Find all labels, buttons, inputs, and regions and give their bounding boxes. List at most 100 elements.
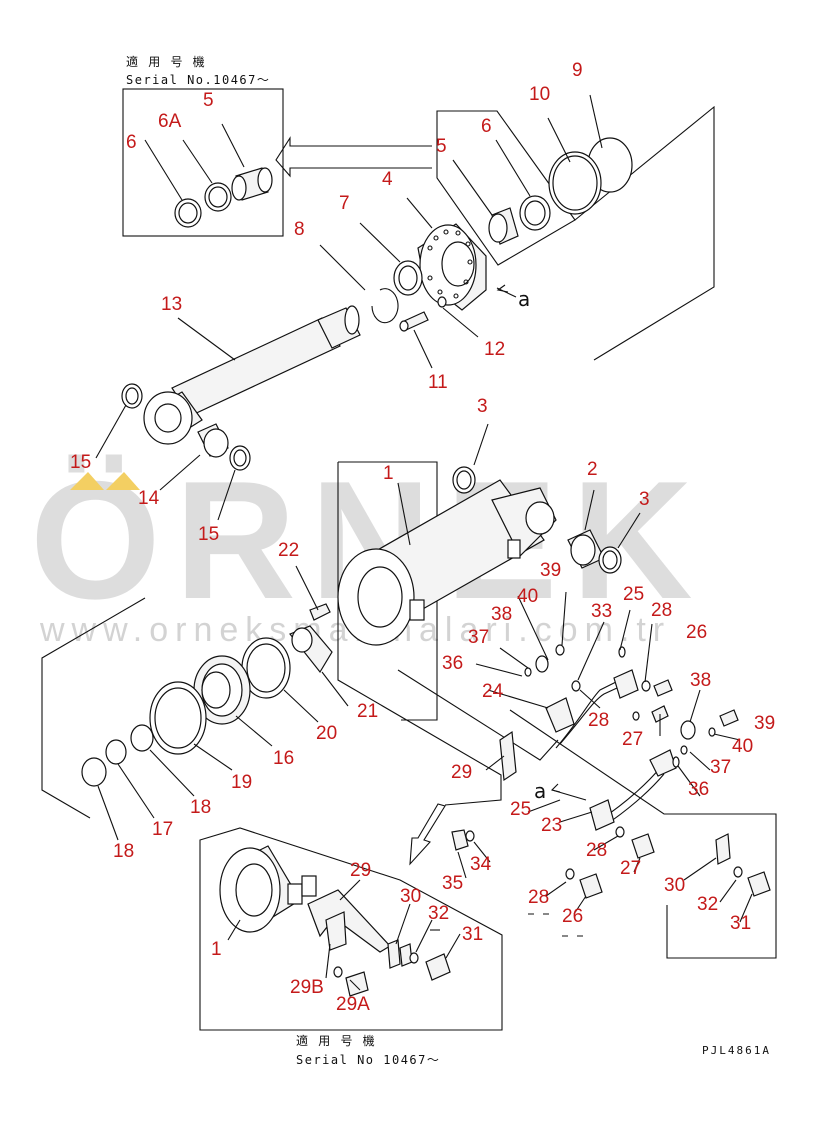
bolt-11 (399, 311, 429, 332)
clamp-29 (499, 730, 517, 782)
callout-label: 2 (587, 459, 598, 480)
callout-label: 13 (161, 294, 182, 315)
callout-label: 4 (382, 169, 393, 190)
callout-label: 37 (468, 627, 489, 648)
view-marker-a-top: a (518, 287, 530, 311)
callout-label: 40 (517, 586, 538, 607)
callout-label: 37 (710, 757, 731, 778)
inset-bolt-31 (425, 953, 451, 981)
callout-label: 29 (350, 860, 371, 881)
callout-label: 39 (540, 560, 561, 581)
inset-bushing-5 (231, 167, 273, 201)
callout-label: 28 (586, 840, 607, 861)
callout-label: 40 (732, 736, 753, 757)
ring-18-upper (130, 724, 154, 752)
callout-label: 10 (529, 84, 550, 105)
callout-label: 14 (138, 488, 160, 509)
inset-top-note-line2: Serial No.10467～ (126, 73, 270, 87)
head-flange-4 (417, 223, 487, 311)
callout-label: 28 (651, 600, 672, 621)
callout-label: 31 (730, 913, 751, 934)
callout-label: 18 (190, 797, 211, 818)
nut-35 (451, 829, 469, 851)
callout-label: 29A (336, 994, 370, 1015)
inset-ring-6 (174, 198, 202, 228)
piping-assembly (397, 591, 777, 959)
bolt-22 (309, 603, 331, 621)
callout-label: 32 (428, 903, 449, 924)
clip-38-right (680, 720, 696, 740)
piston-rod-assembly (95, 305, 361, 521)
callout-label: 3 (639, 489, 650, 510)
callout-label: 1 (211, 939, 222, 960)
inset-bottom: 適 用 号 機 Serial No 10467～ (199, 803, 503, 1067)
callout-label: 6A (158, 111, 182, 132)
inset-top: 適 用 号 機 Serial No.10467～ (122, 54, 432, 237)
callout-label: 12 (484, 339, 505, 360)
inset-tube-1 (219, 845, 317, 933)
callout-label: 31 (462, 924, 483, 945)
callout-label: 27 (620, 858, 641, 879)
callout-label: 39 (754, 713, 775, 734)
callout-label: 5 (203, 90, 214, 111)
reference-arrow (275, 136, 432, 178)
callout-label: 36 (688, 779, 709, 800)
callout-label: 26 (562, 906, 583, 927)
callout-label: 11 (428, 372, 448, 393)
ring-18-lower (81, 757, 107, 787)
watermark-accent-right (106, 472, 140, 490)
callout-label: 5 (436, 136, 447, 157)
callout-label: 33 (591, 601, 612, 622)
inset-clip-30 (387, 939, 401, 969)
inset-bottom-note-line2: Serial No 10467～ (296, 1053, 440, 1067)
callout-label: 6 (126, 132, 137, 153)
callout-label: 35 (442, 873, 463, 894)
callout-label: 19 (231, 772, 252, 793)
inset-washer-29b (333, 966, 343, 978)
callout-label: 36 (442, 653, 463, 674)
inset-top-note-line1: 適 用 号 機 (126, 54, 206, 69)
inset-top-frame (122, 88, 284, 237)
callout-label: 21 (357, 701, 378, 722)
callout-label: 22 (278, 540, 299, 561)
washer-34 (465, 830, 475, 842)
callout-label: 1 (383, 463, 394, 484)
callout-label: 17 (152, 819, 173, 840)
callout-label: 15 (70, 452, 91, 473)
callout-label: 25 (510, 799, 531, 820)
callout-label: 6 (481, 116, 492, 137)
callout-label: 28 (588, 710, 609, 731)
callout-label: 8 (294, 219, 305, 240)
callout-label: 23 (541, 815, 562, 836)
washer-12 (437, 296, 447, 308)
callout-label: 16 (273, 748, 294, 769)
callout-label: 18 (113, 841, 134, 862)
clip-38 (535, 655, 549, 673)
callout-labels: 9 10 6 5 4 7 8 13 12 11 15 14 15 3 1 2 3… (70, 60, 775, 1015)
watermark-accent-left (70, 472, 104, 490)
callout-label: 38 (690, 670, 711, 691)
callout-label: 34 (470, 854, 492, 875)
snap-ring-8 (371, 288, 399, 324)
callout-label: 25 (623, 584, 644, 605)
callout-label: 9 (572, 60, 583, 81)
callout-label: 38 (491, 604, 512, 625)
callout-label: 24 (482, 681, 504, 702)
inset-bottom-frame (199, 827, 503, 1031)
callout-label: 29 (451, 762, 472, 783)
drawing-code: PJL4861A (702, 1044, 771, 1057)
inset-bottom-note-line1: 適 用 号 機 (296, 1033, 376, 1048)
callout-label: 32 (697, 894, 718, 915)
callout-label: 7 (339, 193, 350, 214)
callout-label: 27 (622, 729, 643, 750)
inset-ring-6a (204, 182, 232, 212)
head-assembly (319, 94, 715, 369)
callout-label: 29B (290, 977, 324, 998)
callout-label: 20 (316, 723, 337, 744)
callout-label: 30 (400, 886, 421, 907)
flange-23 (589, 799, 615, 831)
flange-24 (545, 697, 575, 733)
piston-assembly (41, 565, 349, 841)
callout-label: 15 (198, 524, 219, 545)
callout-label: 28 (528, 887, 549, 908)
